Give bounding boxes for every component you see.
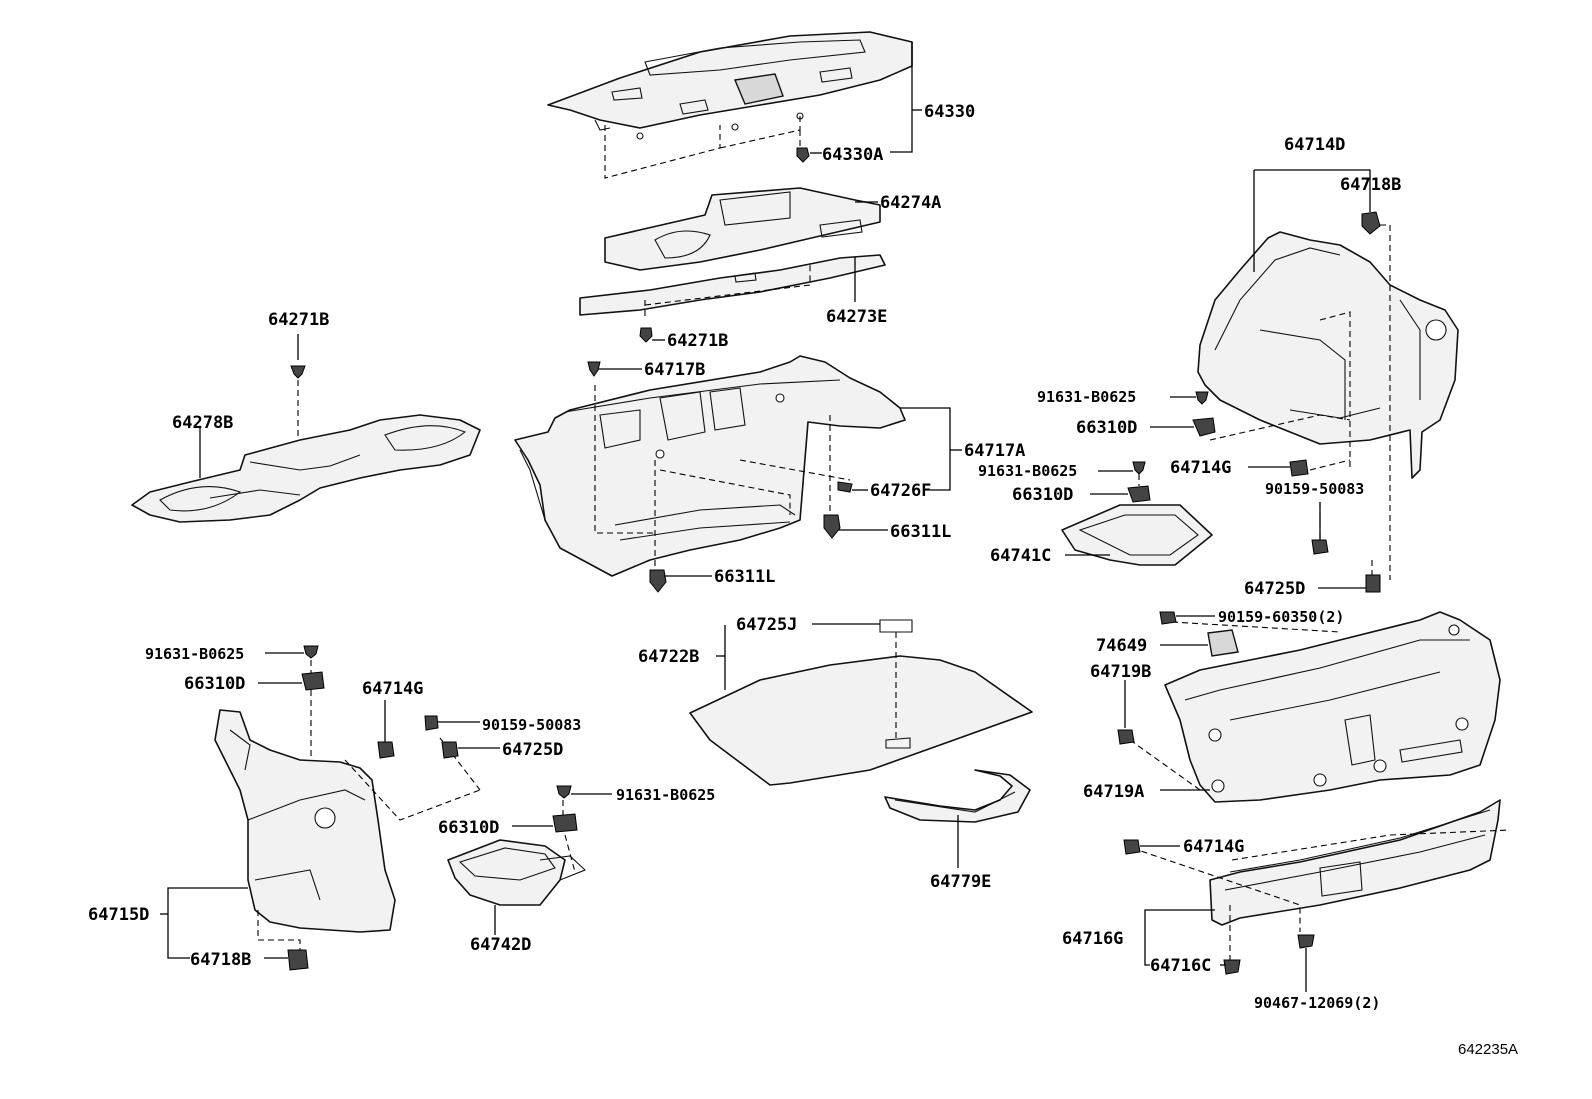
label-66310D-center-low: 66310D [438, 818, 499, 838]
label-64719A: 64719A [1083, 782, 1144, 802]
label-64718B-upper: 64718B [1340, 175, 1401, 195]
label-64716G: 64716G [1062, 929, 1123, 949]
label-64714G-right: 64714G [1170, 458, 1231, 478]
label-91631-right-upper: 91631-B0625 [1037, 388, 1136, 406]
clip-fastener [639, 327, 653, 343]
part-labels: 64330 64330A 64274A 64273E 64271B 64271B… [88, 102, 1518, 1058]
label-64726F: 64726F [870, 481, 931, 501]
label-64742D: 64742D [470, 935, 531, 955]
spare-tire-spacer [884, 769, 1031, 823]
label-66311L-lower: 66311L [714, 567, 775, 587]
right-quarter-trim [1197, 231, 1459, 479]
clip-fastener [1117, 611, 1177, 745]
label-64273E: 64273E [826, 307, 887, 327]
label-64722B: 64722B [638, 647, 699, 667]
clip-fastener [587, 361, 853, 593]
clip-fastener [552, 785, 578, 833]
label-90159-50083-left: 90159-50083 [482, 716, 581, 734]
trunk-side-box [1061, 461, 1213, 566]
label-64741C: 64741C [990, 546, 1051, 566]
label-64717A: 64717A [964, 441, 1025, 461]
label-74649: 74649 [1096, 636, 1147, 656]
label-66310D-left: 66310D [184, 674, 245, 694]
clip-fastener [290, 365, 306, 379]
label-64714D: 64714D [1284, 135, 1345, 155]
trunk-front-trim [514, 355, 906, 577]
label-64715D: 64715D [88, 905, 149, 925]
package-tray-trim [547, 31, 913, 140]
left-quarter-trim [214, 709, 396, 933]
label-64271B-left: 64271B [268, 310, 329, 330]
label-64330A: 64330A [822, 145, 883, 165]
clip-fastener [796, 147, 810, 163]
trunk-floor-insulator [131, 414, 481, 523]
label-64271B-center: 64271B [667, 331, 728, 351]
label-91631-left: 91631-B0625 [145, 645, 244, 663]
label-64718B-lower: 64718B [190, 950, 251, 970]
label-64725J: 64725J [736, 615, 797, 635]
label-64716C: 64716C [1150, 956, 1211, 976]
label-91631-right-mid: 91631-B0625 [978, 462, 1077, 480]
clip-fastener [287, 645, 459, 971]
leader-lines [160, 42, 1371, 992]
label-64278B: 64278B [172, 413, 233, 433]
trunk-scuff-plate [1209, 799, 1501, 926]
label-64717B: 64717B [644, 360, 705, 380]
label-64719B: 64719B [1090, 662, 1151, 682]
label-64714G-lower-right: 64714G [1183, 837, 1244, 857]
label-66310D-right-upper: 66310D [1076, 418, 1137, 438]
tray-silencer-pad-upper [604, 187, 881, 271]
lid-handle-clip [1207, 629, 1239, 657]
label-91631-center-low: 91631-B0625 [616, 786, 715, 804]
label-64330: 64330 [924, 102, 975, 122]
clip-fastener [1123, 839, 1315, 975]
label-90159-50083-right: 90159-50083 [1265, 480, 1364, 498]
label-66311L-upper: 66311L [890, 522, 951, 542]
tray-silencer-pad-lower [579, 254, 886, 316]
label-64725D-right: 64725D [1244, 579, 1305, 599]
label-64714G-left: 64714G [362, 679, 423, 699]
label-64725D-left: 64725D [502, 740, 563, 760]
diagram-id: 642235A [1458, 1041, 1518, 1058]
clip-fastener [1192, 211, 1381, 593]
trunk-lid-trim [1164, 611, 1501, 803]
label-64274A: 64274A [880, 193, 941, 213]
trunk-tray-box [447, 839, 587, 906]
label-64779E: 64779E [930, 872, 991, 892]
label-90467-12069: 90467-12069(2) [1254, 994, 1380, 1012]
label-90159-60350: 90159-60350(2) [1218, 608, 1344, 626]
label-66310D-right-mid: 66310D [1012, 485, 1073, 505]
trunk-floor-mat [689, 619, 1033, 786]
